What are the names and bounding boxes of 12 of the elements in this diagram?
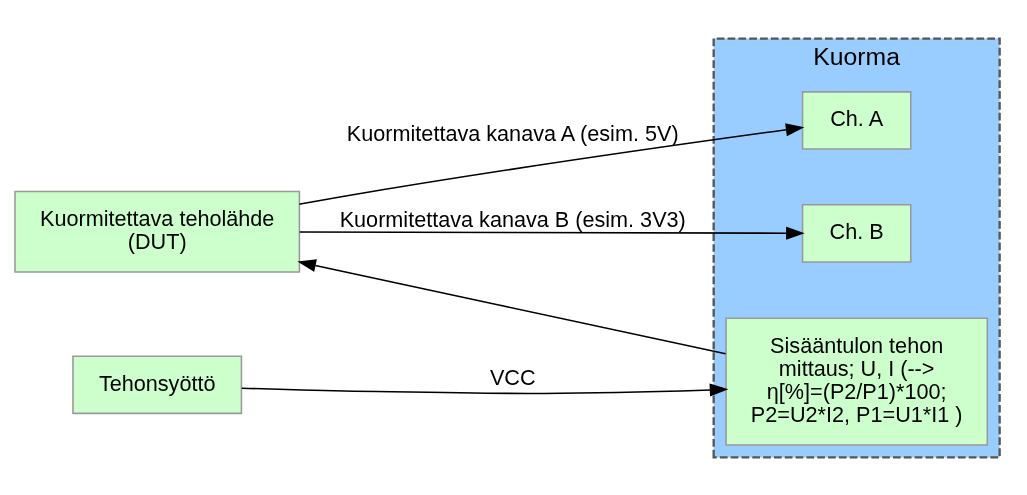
node-box: Ch. A	[801, 90, 912, 150]
arrow	[297, 258, 727, 355]
arrow	[241, 383, 729, 397]
node-box: Tehonsyöttö	[72, 354, 243, 414]
node-box: Sisääntulon tehon mittaus; U, I (--> η[%]=(P2/P1)*100; P2=U2*I2, P1=U1*I1 )	[725, 317, 989, 446]
node-box: Ch. B	[801, 203, 912, 263]
edge-label: VCC	[489, 364, 536, 390]
arrow	[298, 226, 805, 240]
arrow	[298, 122, 805, 205]
node-box: Kuormitettava teholähde (DUT)	[14, 190, 301, 273]
edge-label: Kuormitettava kanava A (esim. 5V)	[346, 120, 679, 146]
edge-label: Kuormitettava kanava B (esim. 3V3)	[339, 206, 686, 232]
